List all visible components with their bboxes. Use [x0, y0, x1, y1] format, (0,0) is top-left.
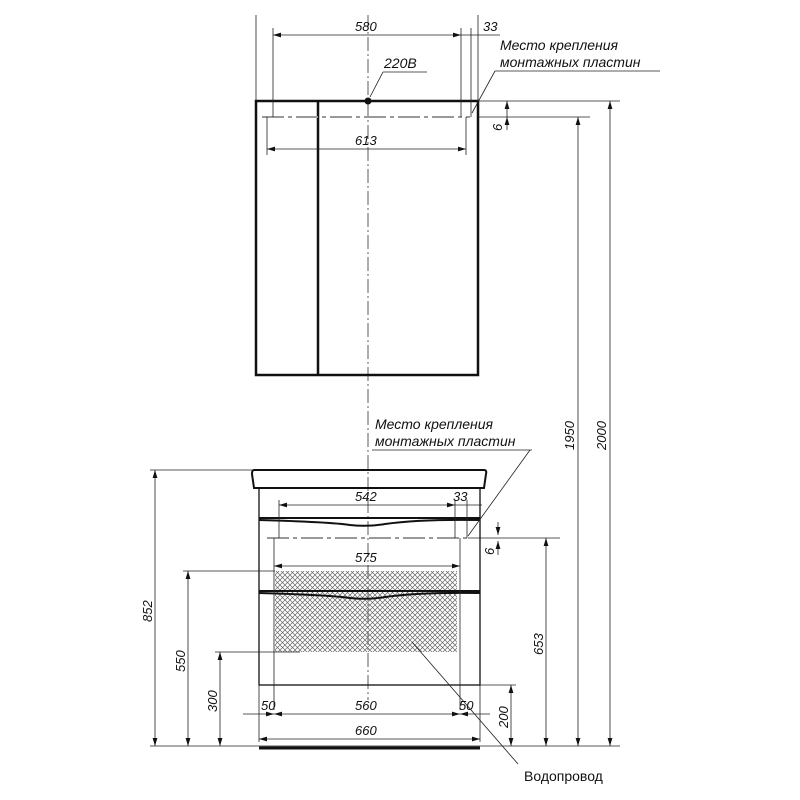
mirror-cabinet: 580 33 613 6 220В Место крепления монтаж… — [254, 15, 660, 746]
dim-2000: 2000 — [594, 420, 609, 451]
countertop — [250, 469, 488, 489]
dim-1950: 1950 — [562, 420, 577, 450]
dim-575: 575 — [355, 550, 377, 565]
dim-200: 200 — [496, 706, 511, 729]
dim-6: 6 — [490, 123, 505, 131]
vanity-cabinet: Место крепления монтажных пластин 542 33… — [140, 416, 620, 784]
mirror-mount-label-1: Место крепления — [500, 37, 619, 53]
dim-6-cabinet: 6 — [482, 547, 497, 555]
water-supply-zone — [275, 571, 457, 652]
dim-580: 580 — [355, 19, 377, 34]
dim-300: 300 — [205, 690, 220, 712]
dim-660: 660 — [355, 723, 377, 738]
cabinet-mount-label-1: Место крепления — [375, 416, 494, 432]
drawer-1-handle — [258, 517, 481, 527]
cabinet-body — [258, 487, 481, 686]
dim-550: 550 — [173, 650, 188, 672]
dim-613: 613 — [355, 133, 377, 148]
mirror-mount-label-2: монтажных пластин — [500, 54, 641, 70]
dim-542: 542 — [355, 489, 377, 504]
dim-33-cabinet: 33 — [453, 489, 468, 504]
drawer-2-handle — [258, 590, 481, 600]
dim-653: 653 — [531, 633, 546, 655]
socket-label: 220В — [383, 55, 417, 71]
socket-point-icon — [364, 97, 372, 105]
dim-560: 560 — [355, 698, 377, 713]
dim-852: 852 — [140, 600, 155, 622]
water-supply-label: Водопровод — [524, 768, 603, 784]
dim-50-left: 50 — [261, 698, 276, 713]
dim-33: 33 — [483, 19, 498, 34]
cabinet-mount-label-2: монтажных пластин — [375, 433, 516, 449]
